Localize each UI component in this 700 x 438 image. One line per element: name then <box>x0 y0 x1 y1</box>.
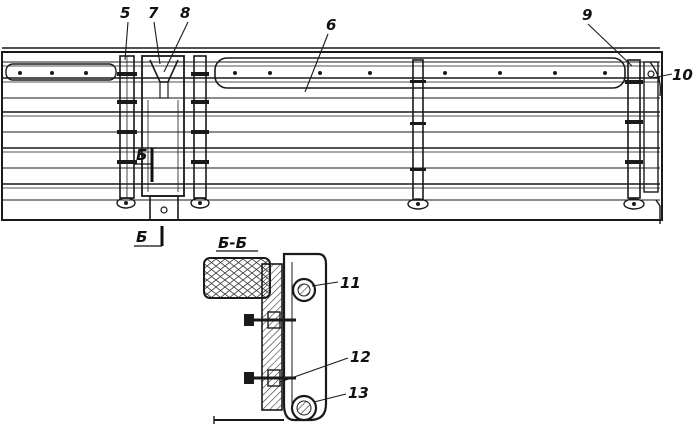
side-panel-view: 5 7 8 6 9 10 Б Б <box>1 4 693 247</box>
section-marker-upper: Б <box>136 146 147 164</box>
pin-lower <box>290 394 318 422</box>
left-rail <box>5 63 117 81</box>
pin-upper <box>291 277 317 303</box>
callout-6: 6 <box>326 16 336 34</box>
callout-11: 11 <box>340 274 361 292</box>
callout-8: 8 <box>180 4 190 22</box>
post-middle <box>407 59 429 210</box>
callout-9: 9 <box>582 6 592 24</box>
hinge-post-mid <box>190 55 210 209</box>
stake-bracket <box>141 55 185 221</box>
section-leader-lines <box>279 281 349 403</box>
rivets <box>18 71 607 75</box>
callout-10: 10 <box>672 66 693 84</box>
link-bar <box>282 252 328 422</box>
section-title: Б-Б <box>218 234 247 252</box>
callout-5: 5 <box>120 4 130 22</box>
plank-lines <box>2 61 660 201</box>
callout-13: 13 <box>348 384 369 402</box>
side-board-outline <box>1 51 663 221</box>
section-cut-marker <box>134 148 164 247</box>
channel-plate <box>261 263 283 411</box>
board-section <box>203 257 271 299</box>
upper-rail <box>214 57 626 89</box>
callout-12: 12 <box>350 348 371 366</box>
callout-7: 7 <box>148 4 159 22</box>
section-marker-lower: Б <box>136 228 147 246</box>
end-latch <box>643 61 662 224</box>
leader-lines <box>124 21 673 93</box>
hinge-post-right <box>623 59 645 210</box>
bolt-lower <box>244 369 296 387</box>
section-view: Б-Б <box>203 234 371 424</box>
hinge-post-left <box>116 55 137 209</box>
bolt-upper <box>244 311 296 329</box>
